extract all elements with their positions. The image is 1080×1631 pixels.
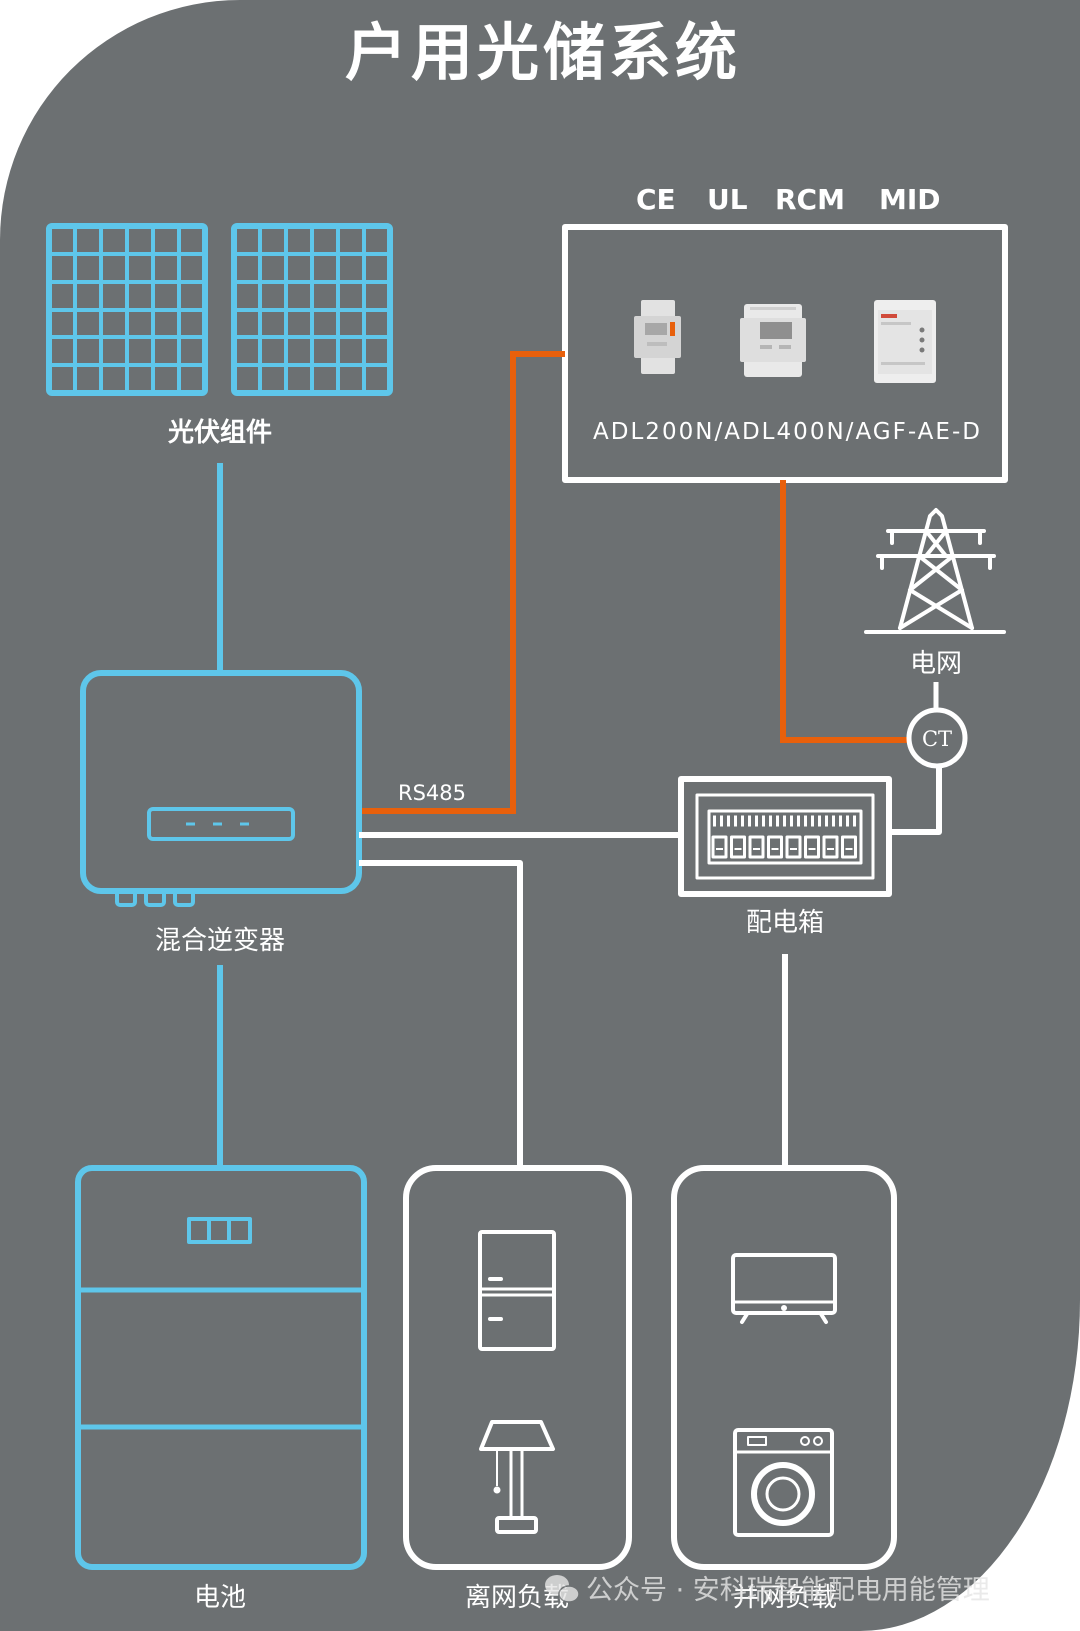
battery-icon: [75, 1165, 367, 1570]
certification-mid: MID: [879, 183, 941, 216]
tv-icon: [731, 1253, 837, 1324]
grid-label: 电网: [910, 649, 962, 679]
rs485-label: RS485: [398, 781, 466, 805]
battery-label: 电池: [194, 1583, 246, 1613]
grid-load-box: [671, 1165, 897, 1570]
washing-machine-icon: [733, 1428, 834, 1537]
din-rail-meter-icon: [740, 304, 806, 377]
watermark: 公众号 · 安科瑞智能配电用能管理: [545, 1575, 990, 1606]
refrigerator-icon: [478, 1230, 556, 1351]
certification-list: CE UL RCM MID: [636, 183, 941, 216]
inverter-label: 混合逆变器: [155, 926, 285, 956]
rs485-line: [359, 351, 565, 814]
certification-ul: UL: [707, 183, 748, 216]
wechat-icon: [545, 1575, 580, 1603]
offgrid-load-box: [403, 1165, 632, 1570]
power-tower-icon: [864, 508, 1006, 634]
din-rail-meter-icon: [874, 300, 936, 383]
inverter-offgrid-line: [359, 860, 523, 1168]
pv-label: 光伏组件: [167, 417, 272, 448]
meter-ct-line: [780, 480, 910, 743]
ct-label: CT: [922, 727, 952, 751]
watermark-text: 公众号 · 安科瑞智能配电用能管理: [586, 1575, 990, 1606]
grid-load-label: 并网负载: [733, 1583, 837, 1613]
solar-panel-icon: [231, 223, 393, 396]
ct-sensor: CT: [906, 707, 968, 769]
certification-ce: CE: [636, 183, 676, 216]
page-title: 户用光储系统: [345, 16, 741, 89]
hybrid-inverter-icon: [80, 670, 362, 907]
floor-lamp-icon: [479, 1420, 555, 1534]
certification-rcm: RCM: [775, 183, 845, 216]
meter-box: ADL200N/ADL400N/AGF-AE-D: [562, 224, 1008, 483]
breaker-panel-icon: [678, 776, 892, 897]
solar-panel-icon: [46, 223, 208, 396]
distribution-box-label: 配电箱: [746, 908, 824, 938]
din-rail-meter-icon: [634, 300, 681, 374]
meter-model-label: ADL200N/ADL400N/AGF-AE-D: [593, 419, 980, 445]
ct-distribution-line: [889, 766, 942, 835]
